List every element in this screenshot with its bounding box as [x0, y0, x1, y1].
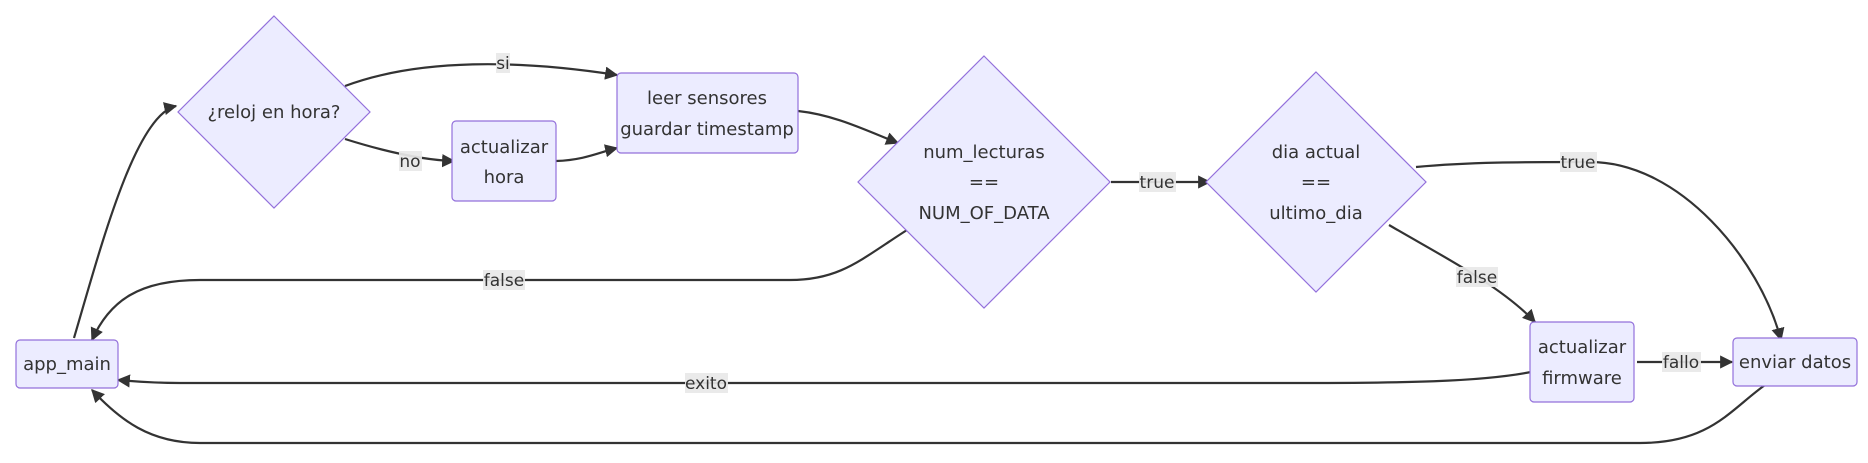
edge-leer-to-num-lecturas — [797, 109, 900, 145]
edge-label-true-dia-actual: true — [1560, 152, 1597, 173]
edge-reloj-to-leer-si — [344, 63, 619, 88]
svg-text:true: true — [1561, 153, 1596, 173]
node-dia-actual-shape — [1205, 71, 1427, 293]
node-num-lecturas-label-line-3: NUM_OF_DATA — [918, 203, 1050, 224]
edge-label-true-num-lecturas: true — [1139, 172, 1176, 193]
node-app-main[interactable]: app_main — [15, 339, 119, 389]
node-enviar-datos-label: enviar datos — [1739, 352, 1851, 373]
nodes: app_main ¿reloj en hora? actualizar hora… — [15, 15, 1858, 403]
node-leer-sensores-label-line-1: leer sensores — [647, 88, 767, 109]
node-dia-actual-label-line-3: ultimo_dia — [1269, 203, 1362, 224]
edge-labels: si no true false true false fallo exito — [399, 53, 1701, 394]
edge-label-fallo: fallo — [1662, 352, 1701, 373]
edge-label-si: si — [496, 53, 510, 74]
node-enviar-datos-shape — [1732, 337, 1858, 387]
node-app-main-shape — [15, 339, 119, 389]
edge-label-false-dia-actual: false — [1456, 267, 1498, 288]
node-actualizar-firmware-label-line-1: actualizar — [1538, 337, 1627, 358]
node-reloj-en-hora[interactable]: ¿reloj en hora? — [177, 15, 371, 209]
svg-text:false: false — [1457, 268, 1497, 288]
node-reloj-en-hora-label: ¿reloj en hora? — [208, 102, 341, 123]
svg-text:false: false — [484, 271, 524, 291]
node-num-lecturas-label-line-2: == — [969, 172, 999, 193]
node-leer-sensores[interactable]: leer sensores guardar timestamp — [616, 72, 799, 154]
node-enviar-datos[interactable]: enviar datos — [1732, 337, 1858, 387]
edge-actualizar-hora-to-leer — [555, 144, 619, 163]
edge-label-exito: exito — [685, 373, 728, 394]
node-actualizar-hora-shape — [451, 120, 557, 202]
node-leer-sensores-shape — [616, 72, 799, 154]
node-app-main-label: app_main — [23, 354, 111, 375]
edge-dia-actual-to-enviar-true — [1415, 160, 1785, 342]
node-actualizar-hora-label-line-1: actualizar — [460, 137, 549, 158]
node-dia-actual[interactable]: dia actual == ultimo_dia — [1205, 71, 1427, 293]
node-dia-actual-label-line-1: dia actual — [1272, 142, 1361, 163]
edge-app-main-to-reloj — [72, 102, 178, 339]
edge-label-no: no — [399, 151, 422, 172]
edge-actualizar-firmware-to-app-main-exito — [116, 370, 1532, 388]
svg-text:true: true — [1140, 173, 1175, 193]
svg-text:fallo: fallo — [1663, 353, 1699, 373]
node-actualizar-hora-label-line-2: hora — [484, 167, 525, 188]
svg-text:exito: exito — [685, 374, 727, 394]
node-num-lecturas[interactable]: num_lecturas == NUM_OF_DATA — [857, 55, 1111, 309]
node-actualizar-firmware[interactable]: actualizar firmware — [1529, 321, 1635, 403]
node-actualizar-hora[interactable]: actualizar hora — [451, 120, 557, 202]
node-actualizar-firmware-label-line-2: firmware — [1542, 368, 1622, 389]
node-leer-sensores-label-line-2: guardar timestamp — [620, 119, 794, 140]
svg-text:si: si — [496, 54, 510, 74]
node-reloj-en-hora-shape — [177, 15, 371, 209]
node-actualizar-firmware-shape — [1529, 321, 1635, 403]
node-dia-actual-label-line-2: == — [1301, 172, 1331, 193]
edge-enviar-to-app-main — [91, 384, 1766, 445]
edge-label-false-num-lecturas: false — [483, 270, 525, 291]
node-num-lecturas-shape — [857, 55, 1111, 309]
svg-text:no: no — [399, 152, 420, 172]
node-num-lecturas-label-line-1: num_lecturas — [923, 142, 1045, 163]
